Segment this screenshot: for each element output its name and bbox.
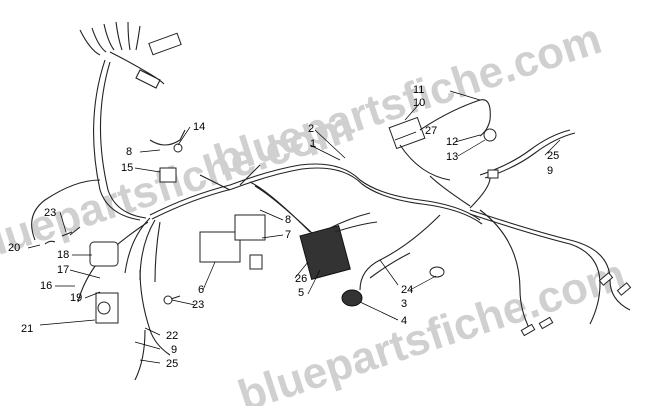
callout-18: 18 <box>57 249 69 261</box>
callout-labels: 1 2 3 4 5 6 7 8 8 9 9 10 11 12 13 14 15 … <box>8 84 559 370</box>
callout-25-second: 25 <box>166 358 178 370</box>
callout-14: 14 <box>193 121 205 133</box>
leader-lines <box>27 90 561 364</box>
callout-26: 26 <box>295 273 307 285</box>
callout-3: 3 <box>401 298 407 310</box>
callout-1: 1 <box>310 138 316 150</box>
callout-23: 23 <box>44 207 56 219</box>
connector-3-24 <box>369 252 445 279</box>
ignition-coil-assembly <box>388 99 497 181</box>
watermark-group: bluepartsfiche.com bluepartsfiche.com bl… <box>0 14 631 406</box>
top-connector-harness <box>79 21 182 221</box>
callout-15: 15 <box>121 162 133 174</box>
switch-14 <box>149 129 186 153</box>
callout-10: 10 <box>413 97 425 109</box>
callout-25: 25 <box>547 150 559 162</box>
callout-11: 11 <box>413 84 424 96</box>
callout-23-second: 23 <box>192 299 204 311</box>
callout-2: 2 <box>308 123 314 135</box>
callout-24: 24 <box>401 284 413 296</box>
callout-6: 6 <box>198 284 204 296</box>
callout-7: 7 <box>285 229 291 241</box>
callout-20: 20 <box>8 242 20 254</box>
callout-9: 9 <box>171 344 177 356</box>
relay-15 <box>159 167 177 183</box>
callout-19: 19 <box>70 292 82 304</box>
callout-4: 4 <box>401 315 407 327</box>
callout-22: 22 <box>166 330 178 342</box>
voltage-regulator <box>299 212 378 281</box>
control-module <box>199 214 266 270</box>
callout-21: 21 <box>21 323 33 335</box>
callout-12: 12 <box>446 136 458 148</box>
callout-16: 16 <box>40 280 52 292</box>
socket-4 <box>341 289 363 307</box>
callout-8-second: 8 <box>285 214 291 226</box>
callout-27: 27 <box>425 125 437 137</box>
callout-5: 5 <box>298 287 304 299</box>
callout-8: 8 <box>126 146 132 158</box>
callout-9-second: 9 <box>547 165 553 177</box>
callout-17: 17 <box>57 264 69 276</box>
headlight-harness <box>479 129 576 179</box>
callout-13: 13 <box>446 151 458 163</box>
